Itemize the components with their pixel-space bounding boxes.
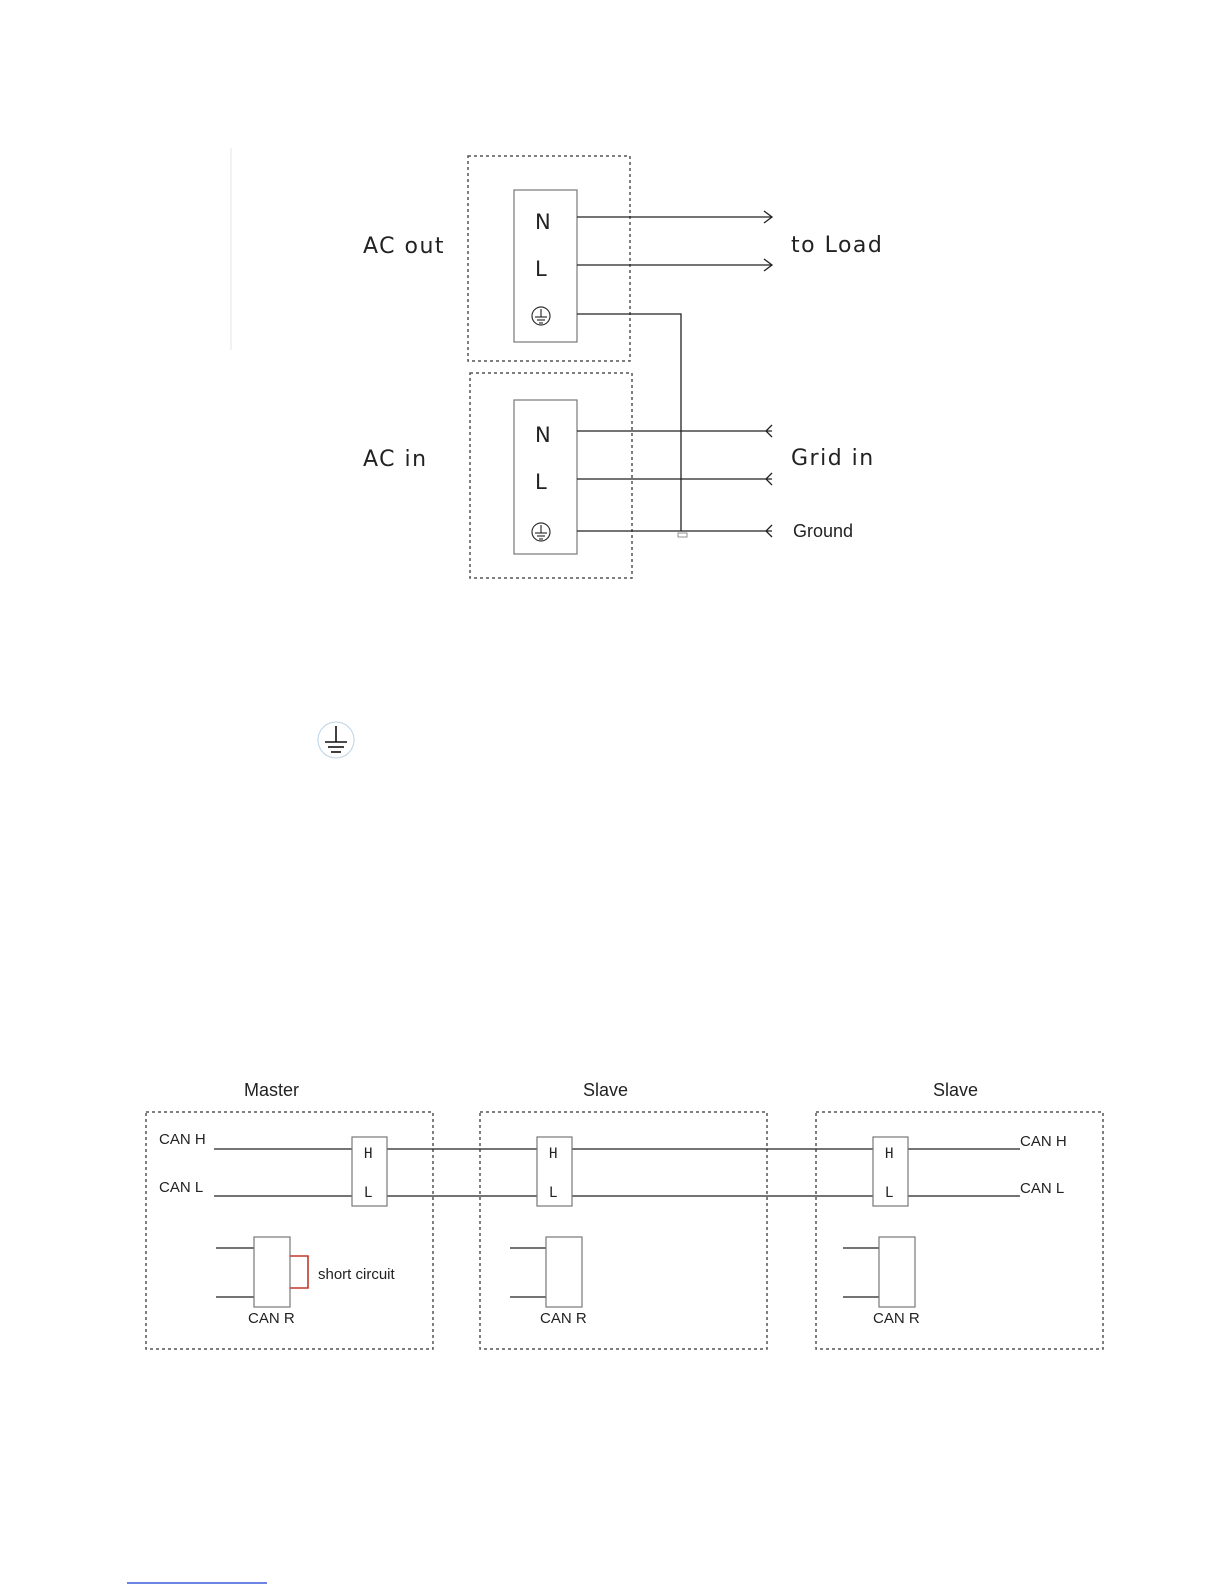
- slave-1-dashed-box: [480, 1112, 767, 1349]
- master-can-r-block: [254, 1237, 290, 1307]
- master-pin-l: L: [364, 1185, 372, 1201]
- ac-in-terminal-l: L: [535, 470, 547, 494]
- slave-1-can-r-label: CAN R: [540, 1310, 587, 1327]
- ground-symbol-icon: [318, 722, 354, 758]
- ac-out-terminal-n: N: [535, 210, 551, 234]
- can-l-left-label: CAN L: [159, 1179, 203, 1196]
- ground-label: Ground: [793, 521, 853, 541]
- ac-in-label: AC in: [363, 447, 428, 472]
- to-load-label: to Load: [791, 233, 883, 258]
- ac-out-terminal-l: L: [535, 257, 547, 281]
- master-pin-h: H: [364, 1146, 372, 1162]
- short-circuit-jumper: [290, 1256, 308, 1288]
- master-title: Master: [244, 1080, 299, 1100]
- can-h-right-label: CAN H: [1020, 1133, 1067, 1150]
- slave-2-pin-h: H: [885, 1146, 893, 1162]
- ac-in-terminal-n: N: [535, 423, 551, 447]
- slave-2-pin-l: L: [885, 1185, 893, 1201]
- slave-title-1: Slave: [583, 1080, 628, 1100]
- ground-junction-mark: [678, 533, 687, 537]
- ac-out-ground-wire: [577, 314, 681, 531]
- can-h-left-label: CAN H: [159, 1131, 206, 1148]
- grid-in-label: Grid in: [791, 446, 875, 471]
- slave-2-can-r-block: [879, 1237, 915, 1307]
- slave-2-can-r-label: CAN R: [873, 1310, 920, 1327]
- slave-1-pin-l: L: [549, 1185, 557, 1201]
- can-l-right-label: CAN L: [1020, 1180, 1064, 1197]
- ac-wiring-diagram: AC out AC in N L N L: [363, 156, 883, 578]
- slave-title-2: Slave: [933, 1080, 978, 1100]
- short-circuit-label: short circuit: [318, 1266, 396, 1283]
- slave-1-pin-h: H: [549, 1146, 557, 1162]
- master-can-r-label: CAN R: [248, 1310, 295, 1327]
- can-bus-diagram: Master Slave Slave CAN H CAN L CAN H CAN…: [146, 1080, 1103, 1349]
- slave-1-can-r-block: [546, 1237, 582, 1307]
- ac-out-label: AC out: [363, 234, 445, 259]
